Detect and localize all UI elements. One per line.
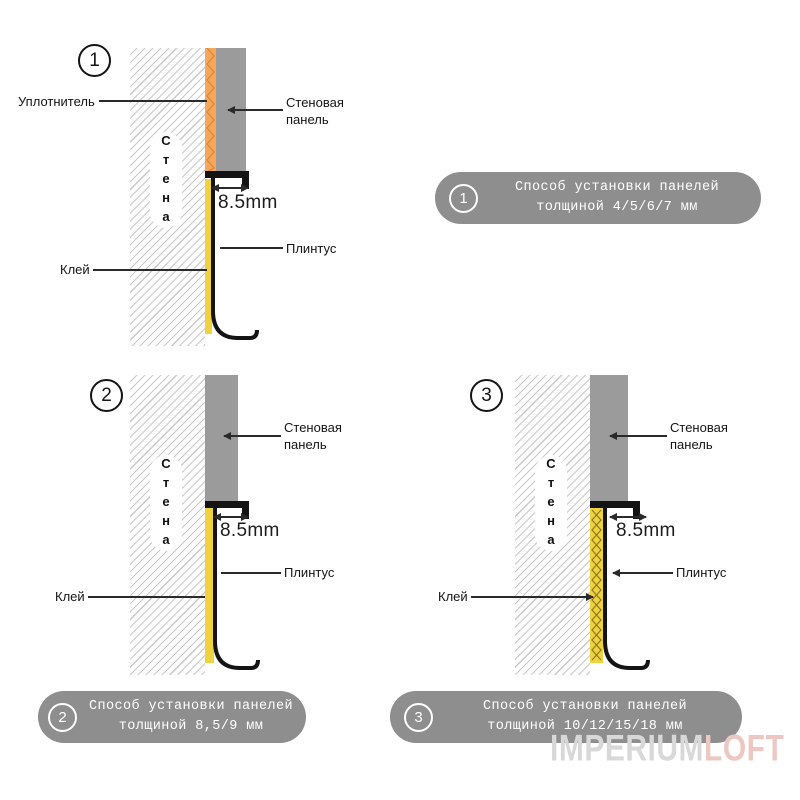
wall-label-1: Стена	[158, 132, 174, 228]
caption-number-1: 1	[449, 183, 478, 213]
wall-section-2	[130, 375, 205, 675]
watermark-loft: LOFT	[704, 728, 785, 770]
label-skirting-1: Плинтус	[286, 241, 337, 256]
pointer-line-skirting-3	[612, 569, 673, 576]
label-skirting-3: Плинтус	[676, 565, 727, 580]
caption-2-line-2: толщиной 8,5/9 мм	[118, 719, 264, 734]
caption-text-2: Способ установки панелей толщиной 8,5/9 …	[86, 697, 296, 738]
skirting-profile-2	[205, 501, 260, 670]
caption-3-line-1: Способ установки панелей	[482, 698, 688, 714]
label-sealant: Уплотнитель	[18, 94, 95, 109]
glue-strip-1	[205, 179, 212, 334]
wall-panel-2	[205, 375, 238, 502]
skirting-blade-3	[603, 508, 650, 670]
dimension-label-1: 8.5mm	[218, 192, 278, 213]
pointer-line-skirting-1	[220, 247, 283, 249]
wall-label-pill-2: Стена	[150, 455, 182, 551]
caption-text-1: Способ установки панелей толщиной 4/5/6/…	[487, 178, 747, 219]
caption-1-line-1: Способ установки панелей	[514, 179, 720, 195]
skirting-clip-2	[205, 501, 249, 519]
caption-text-3: Способ установки панелей толщиной 10/12/…	[442, 697, 728, 738]
skirting-clip-3	[590, 501, 640, 519]
diagram-number-3: 3	[481, 384, 492, 406]
caption-2-line-1: Способ установки панелей	[88, 698, 294, 714]
pointer-line-panel-2	[223, 432, 281, 439]
diagram-number-1: 1	[89, 49, 100, 71]
pointer-line-glue-2	[88, 596, 205, 598]
glue-strip-3	[590, 508, 603, 663]
sealant-texture	[206, 48, 215, 172]
caption-badge-3: 3 Способ установки панелей толщиной 10/1…	[390, 691, 742, 743]
watermark-logo: IMPERIUMLOFT	[550, 728, 784, 771]
dimension-label-2: 8.5mm	[220, 520, 280, 541]
wall-label-2: Стена	[158, 455, 174, 551]
caption-number-2: 2	[48, 702, 77, 732]
caption-number-3: 3	[404, 702, 433, 732]
sealant-strip	[205, 48, 216, 172]
wall-label-pill-3: Стена	[535, 455, 567, 551]
diagram-number-circle-3: 3	[470, 379, 503, 412]
pointer-line-glue-1	[93, 269, 207, 271]
skirting-profile-3	[590, 501, 650, 670]
caption-badge-2: 2 Способ установки панелей толщиной 8,5/…	[38, 691, 306, 743]
pointer-line-panel-3	[609, 432, 667, 439]
glue-strip-2	[205, 508, 214, 663]
pointer-line-glue-3	[471, 593, 594, 600]
wall-label-3: Стена	[543, 455, 559, 551]
label-glue-3: Клей	[438, 589, 468, 604]
caption-badge-1: 1 Способ установки панелей толщиной 4/5/…	[435, 172, 761, 224]
caption-3-line-2: толщиной 10/12/15/18 мм	[487, 719, 683, 734]
dimension-arrow-1	[211, 184, 249, 191]
dimension-arrow-2	[213, 513, 249, 520]
label-skirting-2: Плинтус	[284, 565, 335, 580]
diagram-number-circle-2: 2	[90, 379, 123, 412]
pointer-line-sealant-1	[99, 100, 207, 102]
pointer-line-skirting-2	[221, 572, 281, 574]
label-panel-1: Стеновая панель	[286, 95, 344, 127]
skirting-clip-1	[205, 171, 249, 189]
label-glue-1: Клей	[60, 262, 90, 277]
label-panel-2: Стеновая панель	[284, 420, 342, 452]
wall-label-pill-1: Стена	[150, 132, 182, 228]
label-panel-3: Стеновая панель	[670, 420, 728, 452]
diagram-number-circle-1: 1	[78, 44, 111, 77]
skirting-blade-2	[213, 508, 260, 670]
glue-zigzag-texture	[591, 509, 602, 661]
skirting-blade-1	[211, 178, 259, 340]
caption-1-line-2: толщиной 4/5/6/7 мм	[536, 200, 698, 215]
pointer-line-panel-1	[227, 106, 283, 113]
diagram-number-2: 2	[101, 384, 112, 406]
label-glue-2: Клей	[55, 589, 85, 604]
dimension-label-3: 8.5mm	[616, 520, 676, 541]
skirting-profile-1	[205, 171, 259, 340]
watermark-imperium: IMPERIUM	[550, 728, 704, 770]
dimension-arrow-3	[609, 513, 647, 520]
